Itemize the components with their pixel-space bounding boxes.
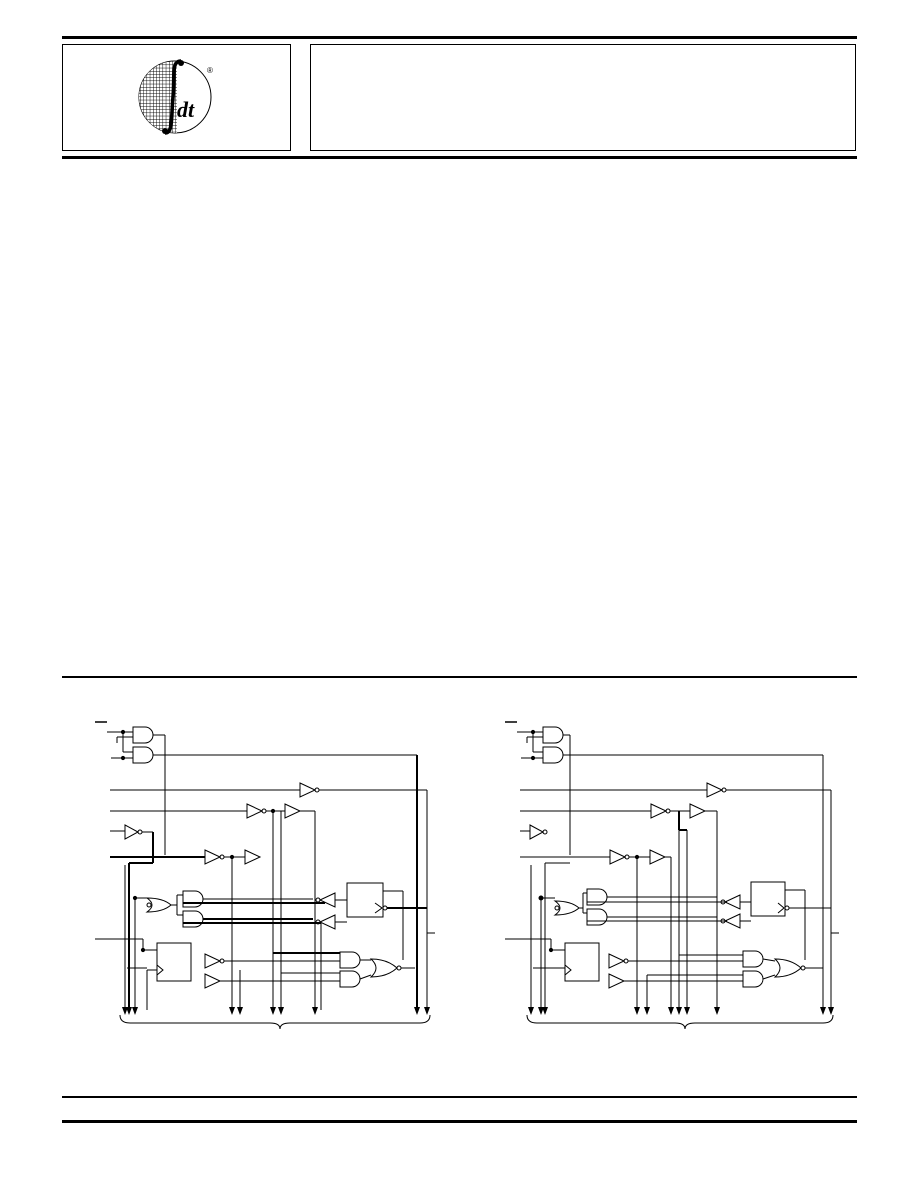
footer-rule-bottom [62,1120,857,1123]
right-logic-diagram [505,721,839,1030]
footer-rule-top [62,1096,857,1098]
idt-logo: dt ® [138,59,213,135]
top-rule [62,36,857,39]
registered-mark: ® [207,66,213,75]
logo-box: dt ® [62,44,291,151]
section-rule [62,676,857,678]
left-logic-diagram [95,721,435,1030]
title-box [310,44,856,151]
logo-letters: dt [177,97,195,122]
header-bottom-rule [62,156,857,159]
